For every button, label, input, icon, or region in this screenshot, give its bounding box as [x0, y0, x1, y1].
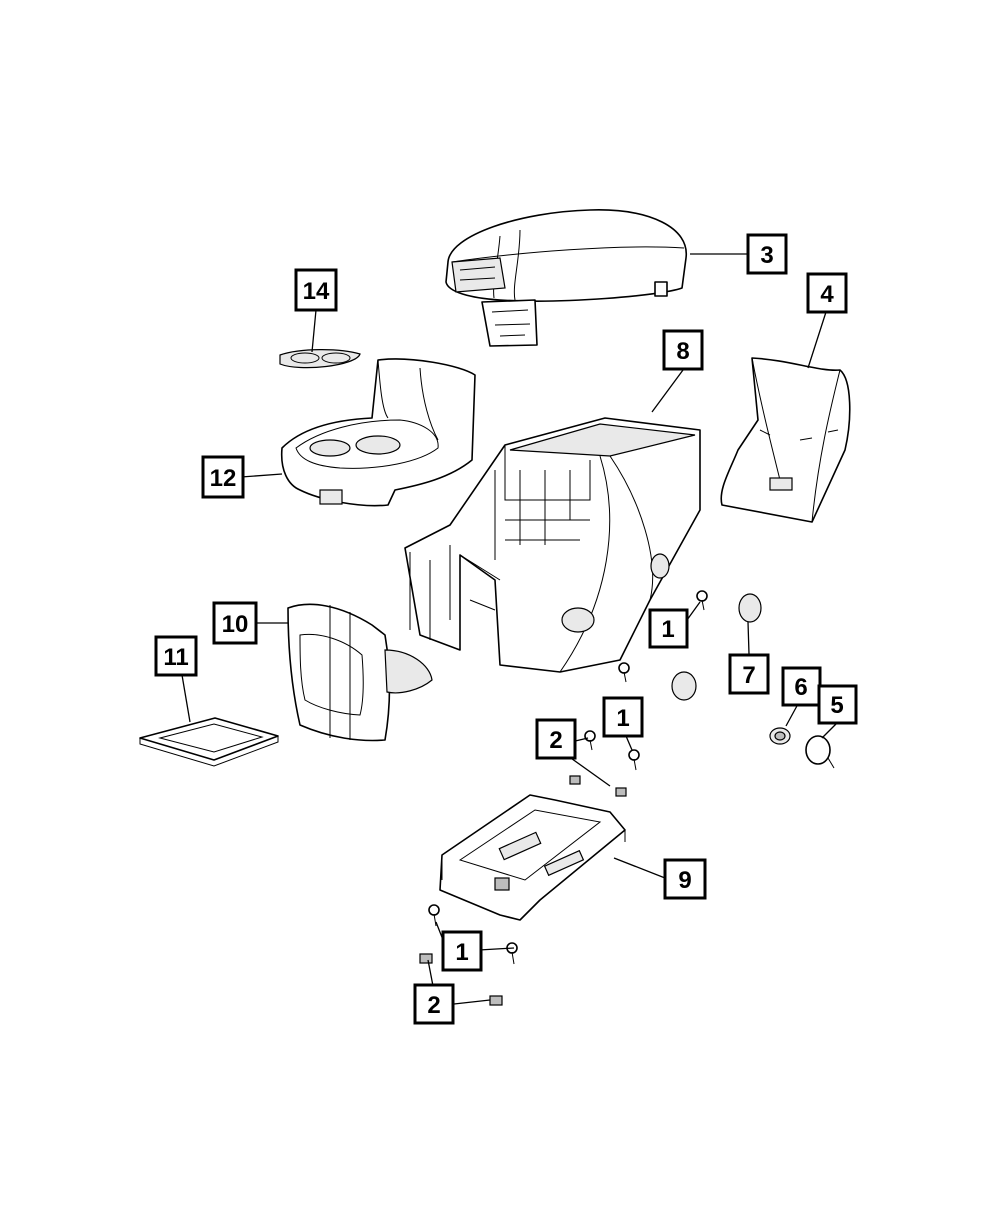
callout-label: 3	[760, 242, 773, 269]
screw-upper-1	[618, 590, 708, 683]
callout-label: 11	[163, 644, 188, 671]
rear-console-panel-part	[720, 357, 851, 523]
cupholder-bezel-part	[280, 358, 476, 507]
callout-11: 11	[154, 635, 198, 677]
callout-8: 8	[662, 329, 704, 371]
power-outlet-6	[769, 727, 791, 745]
callout-12: 12	[201, 455, 245, 499]
callout-1-upper: 1	[648, 608, 689, 649]
callout-9: 9	[663, 858, 707, 900]
callout-label: 8	[676, 338, 689, 365]
front-lower-bezel-part	[287, 603, 433, 742]
callout-3: 3	[746, 233, 788, 275]
callout-label: 7	[742, 662, 755, 689]
storage-tray-part	[139, 717, 279, 767]
armrest-lid-part	[445, 209, 687, 347]
callout-label: 1	[616, 705, 629, 732]
usb-port-5	[805, 735, 835, 769]
callout-label: 1	[455, 939, 468, 966]
callout-label: 12	[210, 465, 237, 492]
nut-middle-2	[569, 775, 627, 797]
callout-label: 9	[678, 867, 691, 894]
callout-label: 1	[661, 616, 674, 643]
console-base-part	[404, 417, 701, 673]
callout-label: 10	[222, 611, 249, 638]
callout-label: 2	[549, 727, 562, 754]
callout-label: 14	[303, 278, 330, 305]
callout-1-middle: 1	[602, 696, 644, 738]
callout-14: 14	[294, 268, 338, 312]
base-bracket-part	[439, 794, 626, 921]
callout-2-lower: 2	[413, 983, 455, 1025]
callout-label: 6	[794, 674, 807, 701]
callout-10: 10	[212, 601, 258, 645]
callout-1-lower: 1	[441, 930, 483, 972]
callout-label: 4	[820, 281, 834, 308]
callout-6: 6	[781, 666, 822, 707]
callout-4: 4	[806, 272, 848, 314]
callout-5: 5	[817, 684, 858, 725]
cupholder-insert-part	[279, 349, 361, 369]
trim-cover-7	[671, 593, 762, 701]
callout-label: 5	[830, 692, 843, 719]
callout-2-middle: 2	[535, 718, 577, 760]
callout-7: 7	[728, 653, 770, 695]
callout-label: 2	[427, 992, 440, 1019]
